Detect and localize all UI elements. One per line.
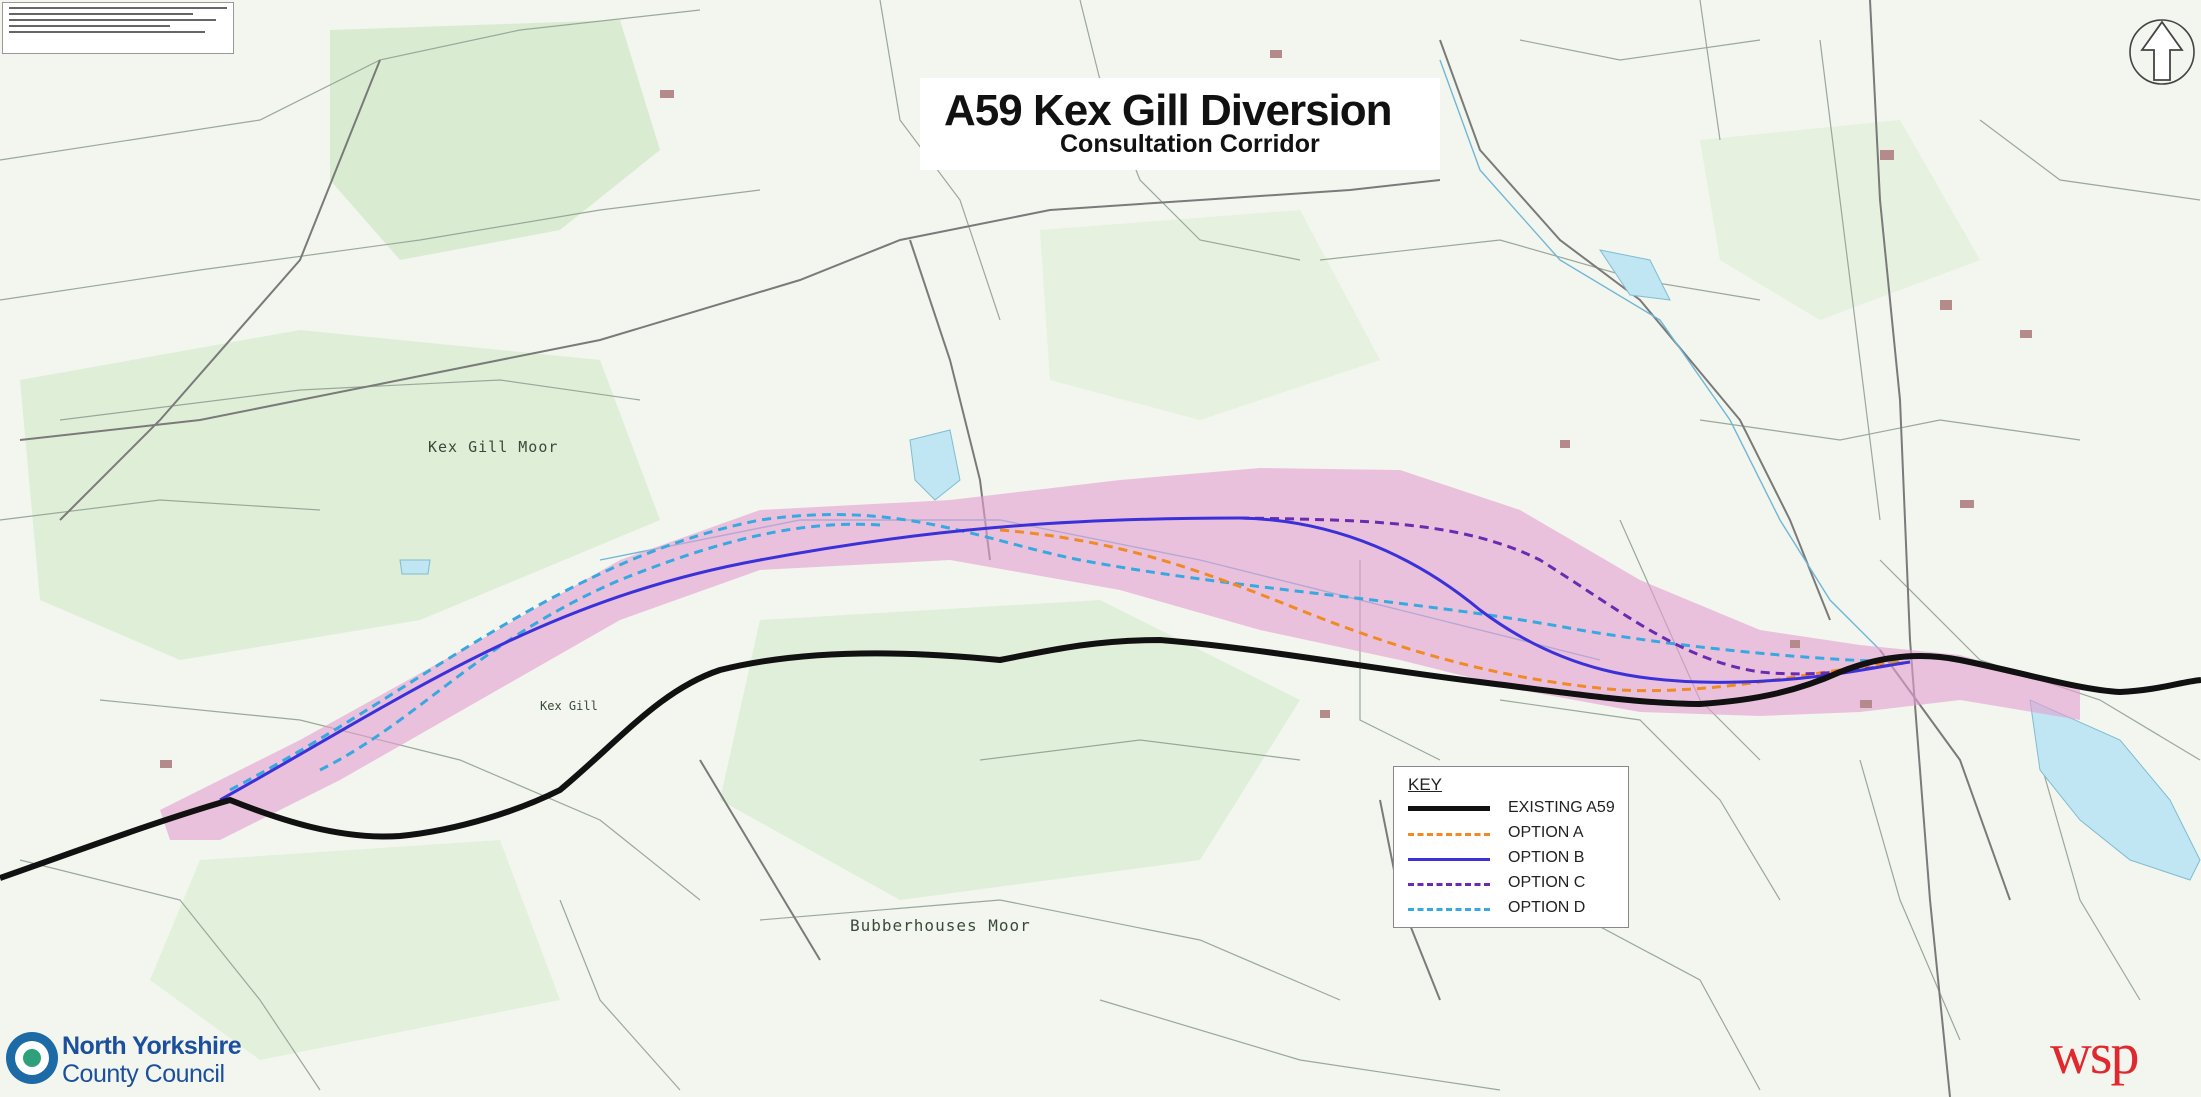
wsp-logo: wsp [2050,1021,2139,1086]
place-name-bubberhouses-moor: Bubberhouses Moor [850,916,1031,935]
key-swatch-existing-a59 [1408,806,1490,811]
key-title: KEY [1408,775,1443,794]
council-name-line1: North Yorkshire [62,1032,242,1060]
place-name-kex-gill: Kex Gill [540,699,598,713]
key-label-option-a: OPTION A [1508,824,1584,841]
consultation-corridor [160,468,2080,840]
key-swatch-option-b [1408,858,1490,861]
route-options [219,513,1911,802]
option-d-west-loop [319,522,881,772]
council-name-line2: County Council [62,1060,225,1088]
key-row-option-a: OPTION A [1408,824,1628,846]
north-arrow-icon [2129,19,2195,85]
option-d-line [229,513,1901,792]
key-row-option-c: OPTION C [1408,874,1628,896]
place-name-kex-gill-moor: Kex Gill Moor [428,438,558,456]
key-label-existing-a59: EXISTING A59 [1508,799,1615,816]
council-logo: North Yorkshire County Council [4,1024,242,1094]
option-b-line [219,516,1911,802]
key-row-existing-a59: EXISTING A59 [1408,799,1628,821]
minor-roads [19,0,2011,1097]
title-box [920,78,1440,170]
woodland-areas [20,20,1980,1060]
option-c-line [1239,516,1911,676]
key-row-option-b: OPTION B [1408,849,1628,871]
key-row-option-d: OPTION D [1408,899,1628,921]
key-label-option-d: OPTION D [1508,899,1586,916]
key-label-option-c: OPTION C [1508,874,1586,891]
buildings [160,50,2032,768]
existing-a59-road [0,636,2201,881]
reservoirs [399,249,2201,881]
map-subtitle: Consultation Corridor [1060,130,1320,158]
key-swatch-option-c [1408,883,1490,886]
council-emblem-icon [6,1032,58,1084]
key-swatch-option-a [1408,833,1490,836]
key-swatch-option-d [1408,908,1490,911]
map-title: A59 Kex Gill Diversion [944,86,1393,135]
map-key: KEY EXISTING A59 OPTION A OPTION B OPTIO… [1393,766,1629,928]
key-label-option-b: OPTION B [1508,849,1585,866]
copyright-notice [2,2,234,54]
